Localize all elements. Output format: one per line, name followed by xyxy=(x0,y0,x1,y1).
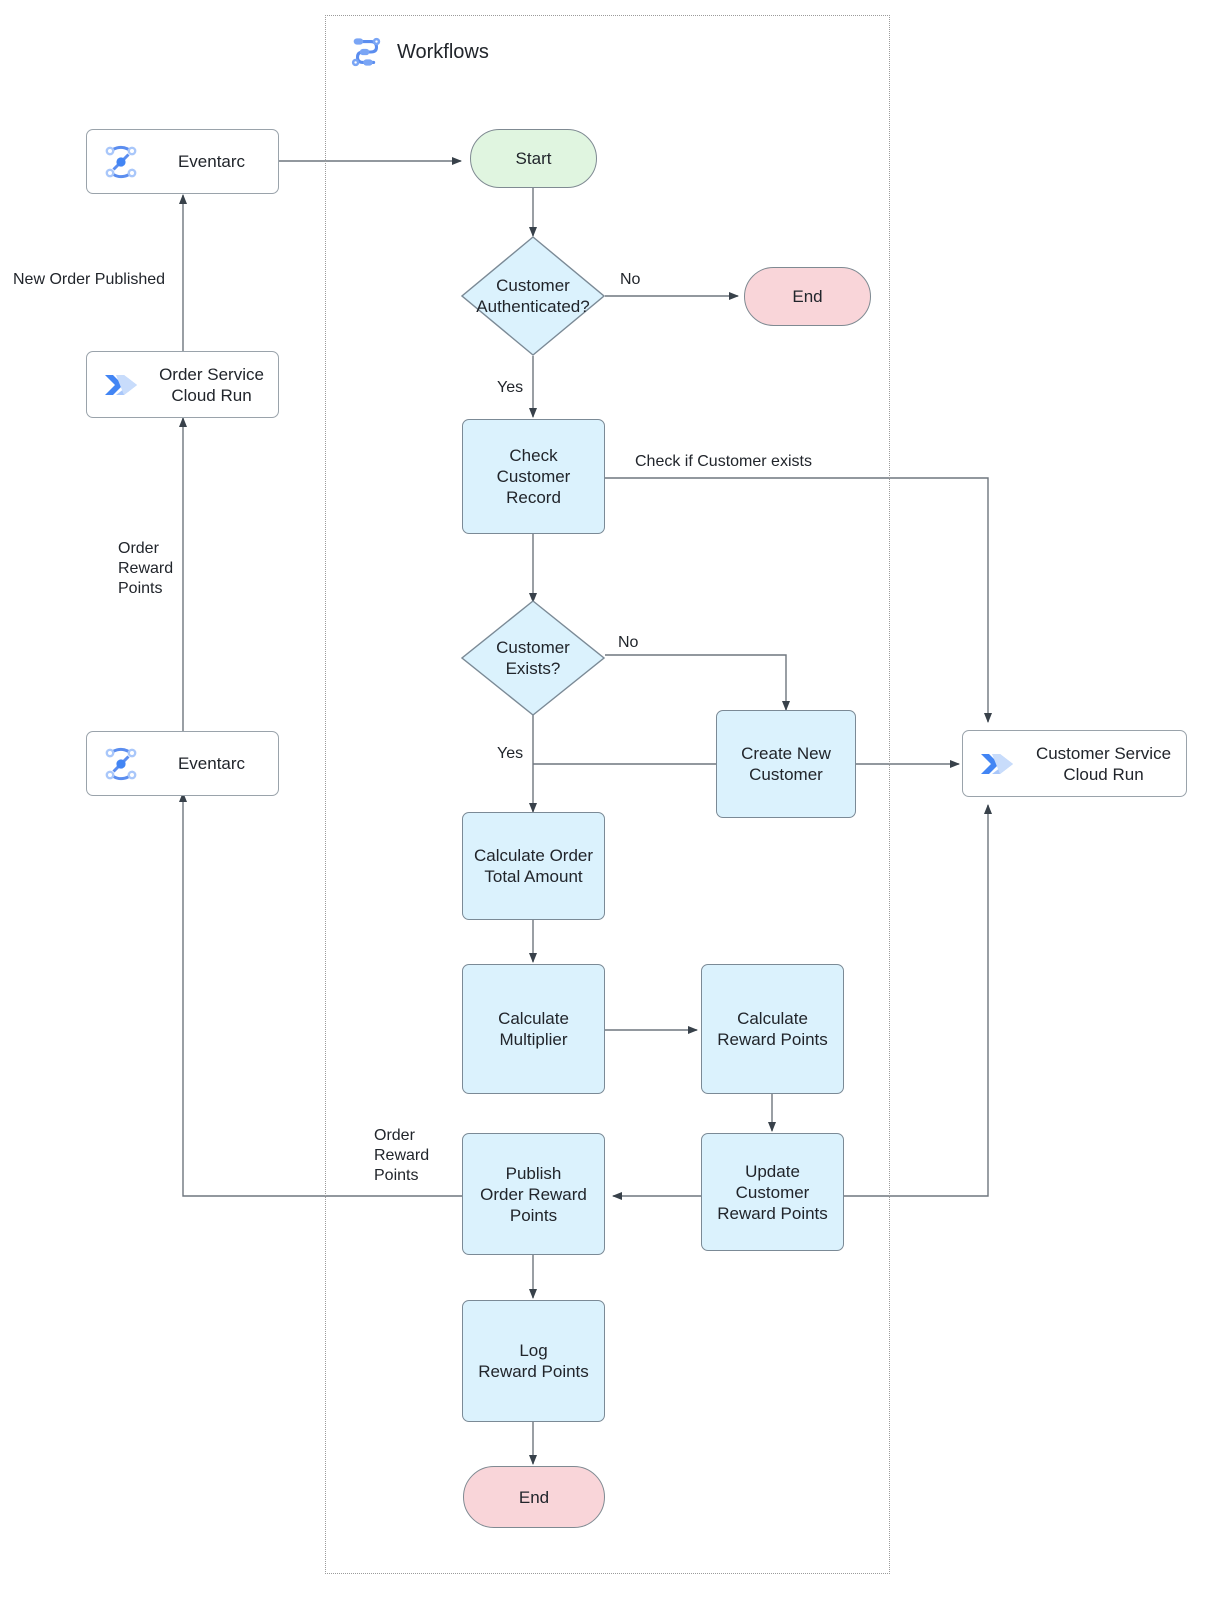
order-service-line1: Order Service xyxy=(159,364,264,384)
customer-service-line2: Cloud Run xyxy=(1063,764,1144,784)
customer-service-cloud-run-label: Customer Service Cloud Run xyxy=(1029,743,1186,785)
customer-exists-line2: Exists? xyxy=(505,659,561,678)
eventarc-icon xyxy=(105,747,137,780)
edge-label-exists-no: No xyxy=(618,634,639,651)
node-calculate-multiplier[interactable]: Calculate Multiplier xyxy=(462,964,605,1094)
eventarc-top-label: Eventarc xyxy=(177,152,246,171)
workflows-icon xyxy=(351,37,381,67)
customer-authenticated-line1: Customer xyxy=(496,276,570,295)
node-start[interactable]: Start xyxy=(470,129,597,188)
node-customer-service-cloud-run[interactable]: Customer Service Cloud Run xyxy=(962,730,1187,797)
workflows-group-container xyxy=(325,15,890,1574)
diamond-shape xyxy=(461,236,605,356)
end-auth-failed-label: End xyxy=(792,287,823,306)
start-label: Start xyxy=(515,149,552,168)
publish-order-reward-points-label: Publish Order Reward Points xyxy=(480,1163,587,1226)
calculate-reward-points-label: Calculate Reward Points xyxy=(717,1008,828,1050)
node-log-reward-points[interactable]: Log Reward Points xyxy=(462,1300,605,1422)
update-customer-reward-points-line2: Customer xyxy=(735,1182,810,1202)
node-calculate-reward-points[interactable]: Calculate Reward Points xyxy=(701,964,844,1094)
calculate-reward-points-line1: Calculate xyxy=(737,1009,808,1028)
cloud-run-icon xyxy=(981,753,1013,774)
workflows-group-title: Workflows xyxy=(348,33,489,71)
update-customer-reward-points-label: Update Customer Reward Points xyxy=(717,1161,828,1224)
order-service-cloud-run-label: Order Service Cloud Run xyxy=(153,364,278,406)
edge-label-check-if-customer-exists: Check if Customer exists xyxy=(635,453,812,470)
calculate-reward-points-line2: Reward Points xyxy=(717,1030,828,1049)
customer-service-line1: Customer Service xyxy=(1035,743,1172,763)
check-customer-record-line3: Record xyxy=(506,488,561,507)
update-customer-reward-points-line1: Update xyxy=(745,1161,800,1181)
log-reward-points-line2: Reward Points xyxy=(478,1362,589,1381)
create-new-customer-line1: Create New xyxy=(741,744,831,763)
diamond-shape xyxy=(461,600,605,716)
node-publish-order-reward-points[interactable]: Publish Order Reward Points xyxy=(462,1133,605,1255)
customer-exists-label: Customer Exists? xyxy=(496,637,570,679)
customer-authenticated-line2: Authenticated? xyxy=(476,297,590,316)
node-eventarc-bottom[interactable]: Eventarc xyxy=(86,731,279,796)
node-customer-exists[interactable]: Customer Exists? xyxy=(461,600,605,716)
workflows-group-label: Workflows xyxy=(397,40,489,63)
calculate-multiplier-label: Calculate Multiplier xyxy=(498,1008,569,1050)
cloud-run-icon xyxy=(105,374,137,395)
edge-label-auth-yes: Yes xyxy=(497,379,524,396)
calculate-multiplier-line2: Multiplier xyxy=(499,1030,568,1049)
node-end-final[interactable]: End xyxy=(463,1466,605,1528)
customer-authenticated-label: Customer Authenticated? xyxy=(476,275,589,317)
create-new-customer-line2: Customer xyxy=(749,765,823,784)
create-new-customer-label: Create New Customer xyxy=(741,743,831,785)
check-customer-record-line2: Customer xyxy=(496,467,571,486)
edge-label-order-reward-points-left: Order Reward Points xyxy=(118,540,174,597)
calculate-order-total-label: Calculate Order Total Amount xyxy=(474,845,593,887)
edge-label-auth-no: No xyxy=(620,271,641,288)
node-eventarc-top[interactable]: Eventarc xyxy=(86,129,279,194)
node-customer-authenticated[interactable]: Customer Authenticated? xyxy=(461,236,605,356)
edge-label-order-reward-points-bottom: Order Reward Points xyxy=(374,1127,430,1184)
publish-order-reward-points-line1: Publish xyxy=(505,1163,562,1183)
order-service-line2: Cloud Run xyxy=(171,385,252,405)
node-update-customer-reward-points[interactable]: Update Customer Reward Points xyxy=(701,1133,844,1251)
eventarc-bottom-label: Eventarc xyxy=(177,754,246,773)
update-customer-reward-points-line3: Reward Points xyxy=(717,1203,828,1223)
log-reward-points-label: Log Reward Points xyxy=(478,1340,589,1382)
node-end-auth-failed[interactable]: End xyxy=(744,267,871,326)
calculate-order-total-line1: Calculate Order xyxy=(473,846,594,865)
node-calculate-order-total[interactable]: Calculate Order Total Amount xyxy=(462,812,605,920)
log-reward-points-line1: Log xyxy=(519,1341,548,1360)
node-order-service-cloud-run[interactable]: Order Service Cloud Run xyxy=(86,351,279,418)
eventarc-icon xyxy=(105,145,137,178)
node-check-customer-record[interactable]: Check Customer Record xyxy=(462,419,605,534)
calculate-multiplier-line1: Calculate xyxy=(498,1009,569,1028)
edge-label-new-order-published: New Order Published xyxy=(13,271,166,288)
end-final-label: End xyxy=(518,1487,550,1507)
check-customer-record-label: Check Customer Record xyxy=(497,445,571,508)
customer-exists-line1: Customer xyxy=(496,638,570,657)
calculate-order-total-line2: Total Amount xyxy=(484,867,583,886)
publish-order-reward-points-line3: Points xyxy=(509,1205,558,1225)
publish-order-reward-points-line2: Order Reward xyxy=(480,1184,587,1204)
node-create-new-customer[interactable]: Create New Customer xyxy=(716,710,856,818)
edge-label-exists-yes: Yes xyxy=(497,745,524,762)
check-customer-record-line1: Check xyxy=(509,446,558,465)
